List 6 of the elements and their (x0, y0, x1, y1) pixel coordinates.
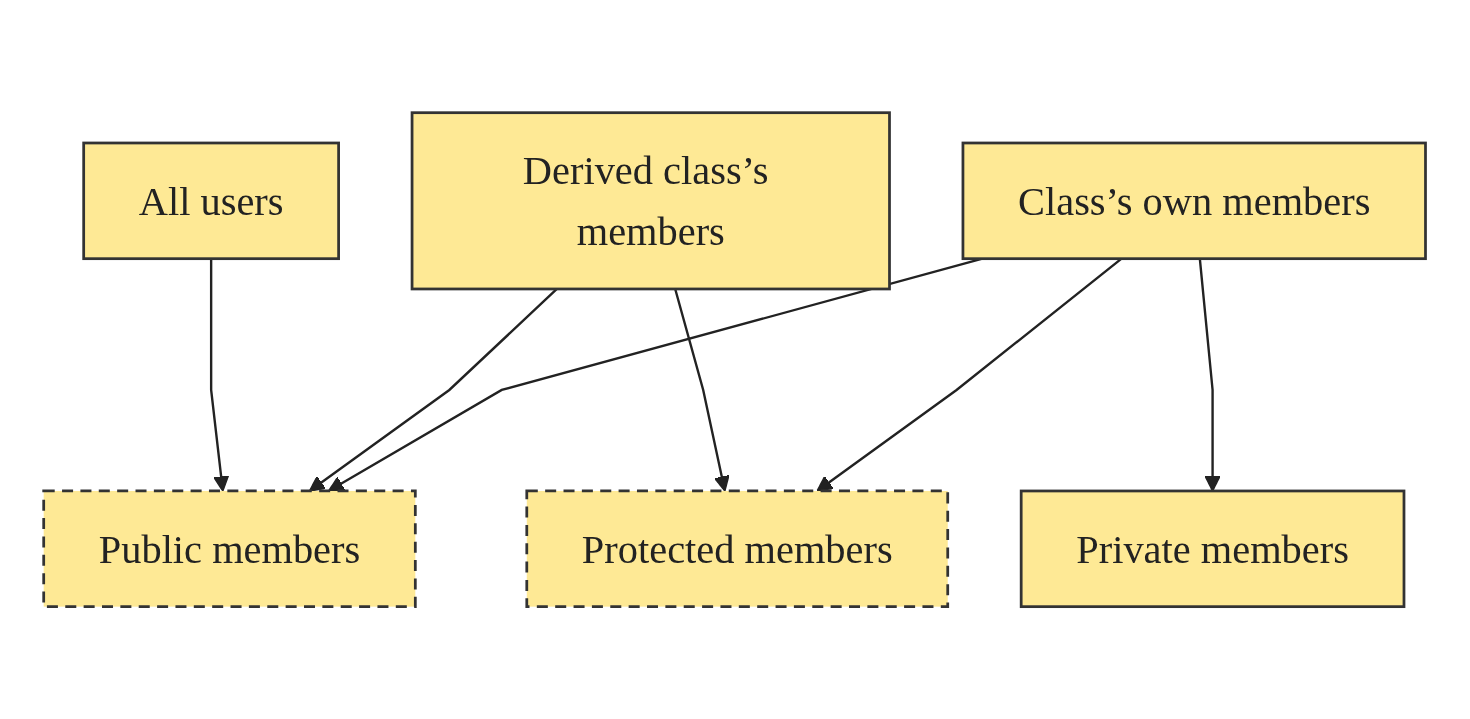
node-box: All users (82, 141, 341, 260)
node-box: Derived class’s members (411, 111, 892, 291)
node-box: Public members (42, 489, 418, 608)
node-box: Protected members (525, 489, 950, 608)
node-box: Private members (1020, 489, 1406, 608)
node-box: Class’s own members (961, 141, 1428, 260)
